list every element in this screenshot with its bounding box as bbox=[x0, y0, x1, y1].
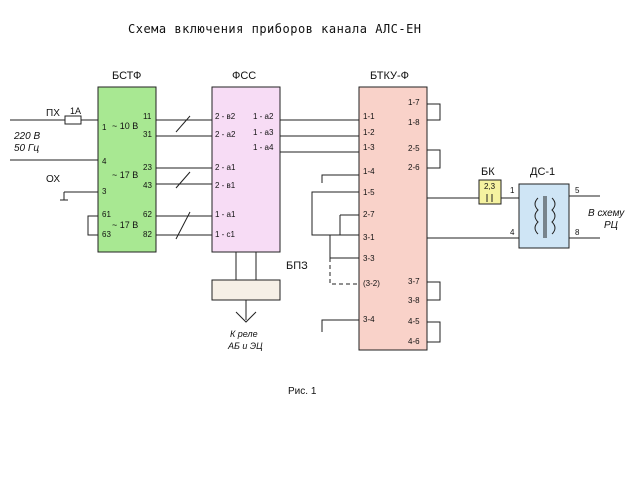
relay-line1: К реле bbox=[230, 329, 258, 339]
bk-label: БК bbox=[481, 166, 495, 178]
bk-value: 2,3 bbox=[484, 182, 496, 191]
btku-pin-3-4: 3-4 bbox=[363, 315, 375, 324]
bk-block bbox=[478, 179, 502, 205]
btku-pin-3-7: 3-7 bbox=[408, 277, 420, 286]
btku-pin-2-7: 2-7 bbox=[363, 210, 375, 219]
supply-frequency: 50 Гц bbox=[14, 143, 40, 154]
btku-pin-4-6: 4-6 bbox=[408, 337, 420, 346]
bstf-pin-63: 63 bbox=[102, 230, 111, 239]
bstf-pin-31: 31 bbox=[143, 130, 152, 139]
bstf-label: БСТФ bbox=[112, 70, 142, 82]
rc-line1: В схему bbox=[588, 208, 625, 219]
bstf-block bbox=[97, 86, 157, 253]
bpz-block bbox=[211, 279, 281, 301]
ox-label: ОХ bbox=[46, 174, 60, 185]
fss-pin-2-v1: 2 - в1 bbox=[215, 181, 236, 190]
ds-label: ДС-1 bbox=[530, 166, 556, 178]
btku-pin-3-8: 3-8 bbox=[408, 296, 420, 305]
btku-block bbox=[358, 86, 428, 351]
btku-pin-3-2: (3-2) bbox=[363, 279, 380, 288]
fss-pin-2-a1: 2 - а1 bbox=[215, 163, 236, 172]
bstf-voltage-2: ~ 17 В bbox=[112, 170, 139, 180]
btku-pin-4-5: 4-5 bbox=[408, 317, 420, 326]
fss-pin-2-a2: 2 - а2 bbox=[215, 130, 236, 139]
btku-pin-1-8: 1-8 bbox=[408, 118, 420, 127]
fuse bbox=[64, 115, 82, 125]
btku-pin-1-5: 1-5 bbox=[363, 188, 375, 197]
btku-pin-1-1: 1-1 bbox=[363, 112, 375, 121]
ds-pin-8: 8 bbox=[575, 228, 580, 237]
btku-pin-1-2: 1-2 bbox=[363, 128, 375, 137]
fss-label: ФСС bbox=[232, 70, 257, 82]
bstf-pin-1: 1 bbox=[102, 123, 107, 132]
fss-pin-1-a2: 1 - а2 bbox=[253, 112, 274, 121]
bpz-label: БПЗ bbox=[286, 260, 308, 272]
btku-pin-3-3: 3-3 bbox=[363, 254, 375, 263]
px-label: ПХ bbox=[46, 108, 60, 119]
ds-pin-1: 1 bbox=[510, 186, 515, 195]
btku-pin-1-7: 1-7 bbox=[408, 98, 420, 107]
fss-pin-1-a4: 1 - а4 bbox=[253, 143, 274, 152]
btku-pin-3-1: 3-1 bbox=[363, 233, 375, 242]
transformer-symbol bbox=[534, 196, 556, 238]
bstf-voltage-1: ~ 10 В bbox=[112, 121, 139, 131]
fss-pin-1-a3: 1 - а3 bbox=[253, 128, 274, 137]
bstf-pin-82: 82 bbox=[143, 230, 152, 239]
fss-block bbox=[211, 86, 281, 253]
supply-voltage: 220 В bbox=[14, 131, 41, 142]
fss-pin-2-v2: 2 - в2 bbox=[215, 112, 236, 121]
btku-label: БТКУ-Ф bbox=[370, 70, 409, 82]
btku-pin-2-6: 2-6 bbox=[408, 163, 420, 172]
fss-pin-1-s1: 1 - с1 bbox=[215, 230, 236, 239]
ds-pin-5: 5 bbox=[575, 186, 580, 195]
relay-line2: АБ и ЭЦ bbox=[228, 341, 263, 351]
ds-pin-4: 4 bbox=[510, 228, 515, 237]
btku-pin-1-4: 1-4 bbox=[363, 167, 375, 176]
btku-pin-1-3: 1-3 bbox=[363, 143, 375, 152]
bstf-pin-3: 3 bbox=[102, 187, 107, 196]
bstf-voltage-3: ~ 17 В bbox=[112, 220, 139, 230]
bstf-pin-43: 43 bbox=[143, 181, 152, 190]
diagram-title: Схема включения приборов канала АЛС-ЕН bbox=[128, 22, 422, 36]
bstf-pin-4: 4 bbox=[102, 157, 107, 166]
fss-pin-1-a1: 1 - а1 bbox=[215, 210, 236, 219]
bstf-pin-61: 61 bbox=[102, 210, 111, 219]
figure-caption: Рис. 1 bbox=[288, 386, 317, 397]
bstf-pin-11: 11 bbox=[143, 112, 152, 121]
btku-pin-2-5: 2-5 bbox=[408, 144, 420, 153]
bstf-pin-23: 23 bbox=[143, 163, 152, 172]
fuse-label: 1А bbox=[70, 106, 82, 116]
bstf-pin-62: 62 bbox=[143, 210, 152, 219]
rc-line2: РЦ bbox=[604, 220, 618, 231]
